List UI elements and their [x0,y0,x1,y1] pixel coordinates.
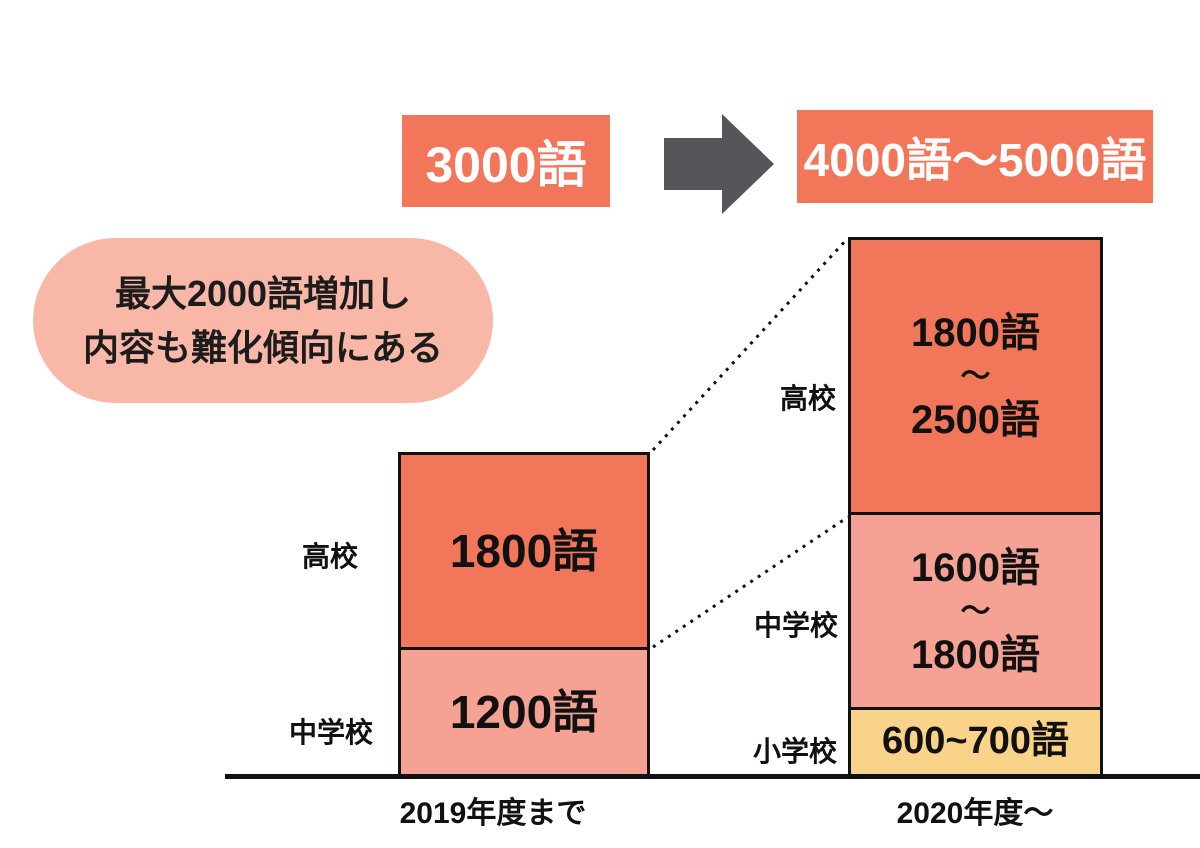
total-before-box: 3000語 [402,115,610,207]
callout-bubble: 最大2000語増加し 内容も難化傾向にある [33,238,493,403]
total-after-label: 4000語〜5000語 [803,133,1147,186]
label-2019-highschool: 高校 [301,541,358,572]
label-2020-juniorhigh: 中学校 [753,610,838,641]
callout-line1: 最大2000語増加し [114,272,412,314]
total-after-box: 4000語〜5000語 [797,110,1153,203]
bar-2020-elementary-value: 600~700語 [882,720,1069,763]
label-2020-elementary: 小学校 [752,736,837,767]
bar-2019-highschool-value: 1800語 [449,524,599,577]
bar-2020-highschool-tilde: 〜 [960,359,991,393]
connector-line-top [651,236,850,452]
bar-2020-juniorhigh-to: 1800語 [911,632,1040,677]
baseline-axis [225,774,1200,779]
bar-2020-juniorhigh-segment: 1600語 〜 1800語 [848,512,1103,710]
bar-2020-juniorhigh-tilde: 〜 [960,594,991,628]
label-2019-juniorhigh: 中学校 [288,717,373,748]
bar-2020-highschool-to: 2500語 [911,397,1040,442]
bar-2020-juniorhigh-from: 1600語 [911,545,1040,590]
total-before-label: 3000語 [425,137,587,193]
bar-2020-highschool-segment: 1800語 〜 2500語 [848,237,1103,515]
bar-2019-highschool-segment: 1800語 [398,452,650,650]
bar-2020-elementary-segment: 600~700語 [848,707,1103,777]
bar-2019-juniorhigh-value: 1200語 [449,685,599,738]
bar-2020-highschool-from: 1800語 [911,310,1040,355]
callout-line2: 内容も難化傾向にある [82,326,443,368]
bar-2019-juniorhigh-segment: 1200語 [398,647,650,777]
axis-label-2019: 2019年度まで [399,797,587,830]
arrow-right-icon [664,114,774,214]
axis-label-2020: 2020年度〜 [896,797,1054,830]
label-2020-highschool: 高校 [779,383,836,414]
